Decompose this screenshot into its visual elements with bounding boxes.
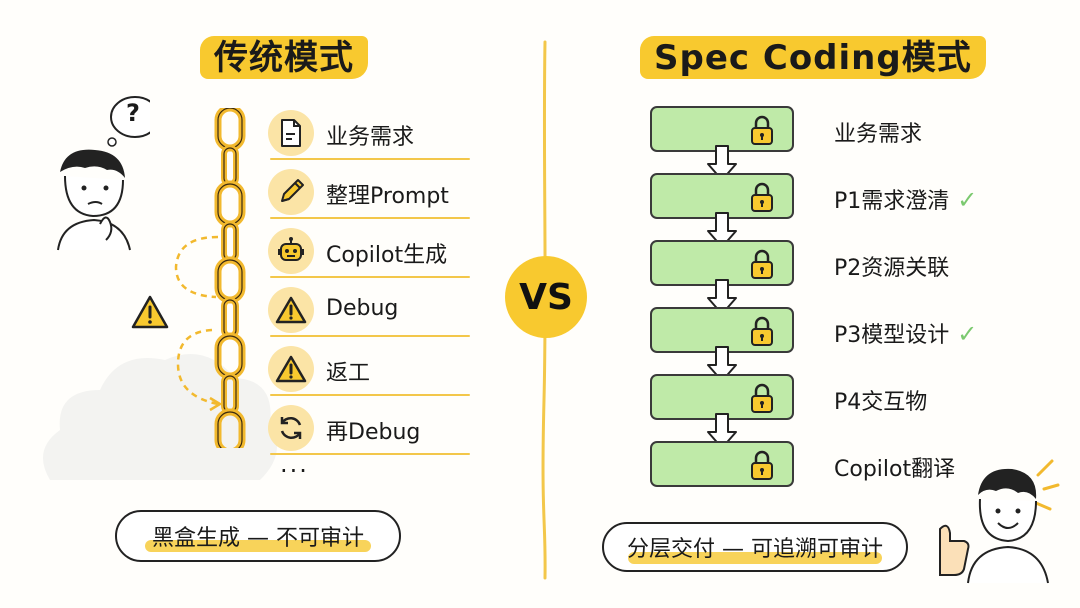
left-ellipsis: ... [280,450,309,478]
warning-icon [268,287,314,333]
left-step-label: Copilot生成 [326,243,448,268]
pencil-icon [268,169,314,215]
step-underline [270,453,470,455]
spec-step-box [650,441,794,487]
right-step-label: P3模型设计 ✓ [834,317,977,349]
left-step-label: 再Debug [326,420,421,445]
step-underline [270,335,470,337]
check-icon: ✓ [957,186,978,214]
happy-person-illustration [939,459,1060,584]
chain-link [214,256,246,304]
vs-badge: VS [505,256,587,338]
document-icon [268,110,314,156]
chain-link [214,180,246,228]
chain-link [217,411,243,448]
left-summary-bubble: 黑盒生成 — 不可审计 [115,510,401,562]
chain-link [214,408,246,448]
down-arrow-icon [707,145,737,181]
lock-icon [751,316,773,346]
right-step-text: P3模型设计 [834,323,950,348]
chain-link [221,221,239,263]
warning-icon [268,346,314,392]
center-divider [541,40,547,580]
right-title: Spec Coding模式 [640,28,986,81]
right-summary-bubble: 分层交付 — 可追溯可审计 [602,522,908,572]
right-step-label: P4交互物 [834,390,928,415]
question-mark: ? [126,99,140,127]
spec-step-box [650,240,794,286]
left-step-label: Debug [326,296,399,321]
cloud-decoration [42,354,278,480]
refresh-icon [268,405,314,451]
right-step-label: Copilot翻译 [834,457,956,482]
loop-arrows [174,235,223,412]
vs-label: VS [519,276,573,318]
confused-person-illustration [57,96,150,251]
warning-icon [131,295,169,329]
left-step-label: 返工 [326,361,371,386]
lock-icon [751,450,773,480]
down-arrow-icon [707,279,737,315]
step-underline [270,158,470,160]
right-step-label: 业务需求 [834,122,923,147]
down-arrow-icon [707,212,737,248]
robot-icon [268,228,314,274]
down-arrow-icon [707,346,737,382]
lock-icon [751,182,773,212]
down-arrow-icon [707,413,737,449]
spec-step-box [650,374,794,420]
right-title-text: Spec Coding模式 [654,38,972,78]
chain-link [214,108,246,152]
lock-icon [751,383,773,413]
chain-link [221,373,239,415]
left-title: 传统模式 [200,28,368,81]
right-step-text: P1需求澄清 [834,189,950,214]
chain-link [221,145,239,187]
step-underline [270,394,470,396]
right-bubble-text: 分层交付 — 可追溯可审计 [627,537,883,562]
left-bubble-text: 黑盒生成 — 不可审计 [152,526,364,551]
left-step-label: 业务需求 [326,125,415,150]
step-underline [270,276,470,278]
spec-step-box [650,307,794,353]
chain-link [221,297,239,339]
right-step-label: P1需求澄清 ✓ [834,183,977,215]
chain-links [214,108,246,448]
check-icon: ✓ [957,320,978,348]
lock-icon [751,115,773,145]
left-step-label: 整理Prompt [326,184,449,209]
spec-step-box [650,106,794,152]
chain-link [214,332,246,380]
right-step-label: P2资源关联 [834,256,950,281]
left-title-text: 传统模式 [214,38,354,78]
step-underline [270,217,470,219]
lock-icon [751,249,773,279]
